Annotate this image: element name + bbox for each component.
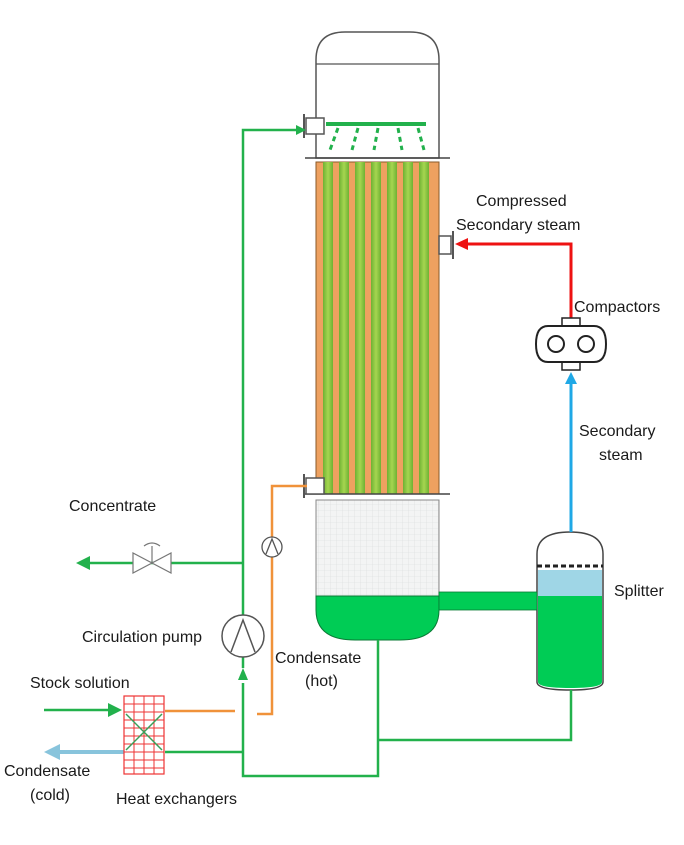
bottom-liquid-head	[315, 595, 440, 641]
top-inlet-nozzle	[305, 117, 325, 135]
pipe-network	[44, 125, 577, 778]
small-pump	[261, 536, 283, 558]
label-condensate-hot-line2: (hot)	[305, 673, 338, 690]
concentrate-valve	[132, 542, 172, 574]
condensate-outlet-nozzle	[305, 477, 325, 495]
label-circulation-pump: Circulation pump	[82, 629, 202, 646]
label-splitter: Splitter	[614, 583, 664, 600]
label-heat-exchangers: Heat exchangers	[116, 791, 237, 808]
label-secondary-line1: Secondary	[579, 423, 656, 440]
label-stock-solution: Stock solution	[30, 675, 130, 692]
compressor	[534, 317, 608, 371]
lower-chamber	[315, 499, 440, 597]
label-compressed-line1: Compressed	[476, 193, 567, 210]
tube-bundle	[315, 161, 440, 495]
label-compactors: Compactors	[574, 299, 660, 316]
evaporator-column	[303, 31, 454, 641]
label-secondary-line2: steam	[599, 447, 643, 464]
label-concentrate: Concentrate	[69, 498, 156, 515]
steam-inlet-nozzle	[438, 235, 452, 255]
spray-distributor	[326, 122, 426, 151]
label-condensate-cold-line1: Condensate	[4, 763, 90, 780]
circulation-pump	[221, 614, 265, 658]
diagram-labels: Compressed Secondary steam Compactors Se…	[4, 193, 664, 808]
splitter-vessel	[536, 531, 604, 691]
label-condensate-hot-line1: Condensate	[275, 650, 361, 667]
label-condensate-cold-line2: (cold)	[30, 787, 70, 804]
heat-exchanger	[123, 695, 165, 775]
label-compressed-line2: Secondary steam	[456, 217, 581, 234]
